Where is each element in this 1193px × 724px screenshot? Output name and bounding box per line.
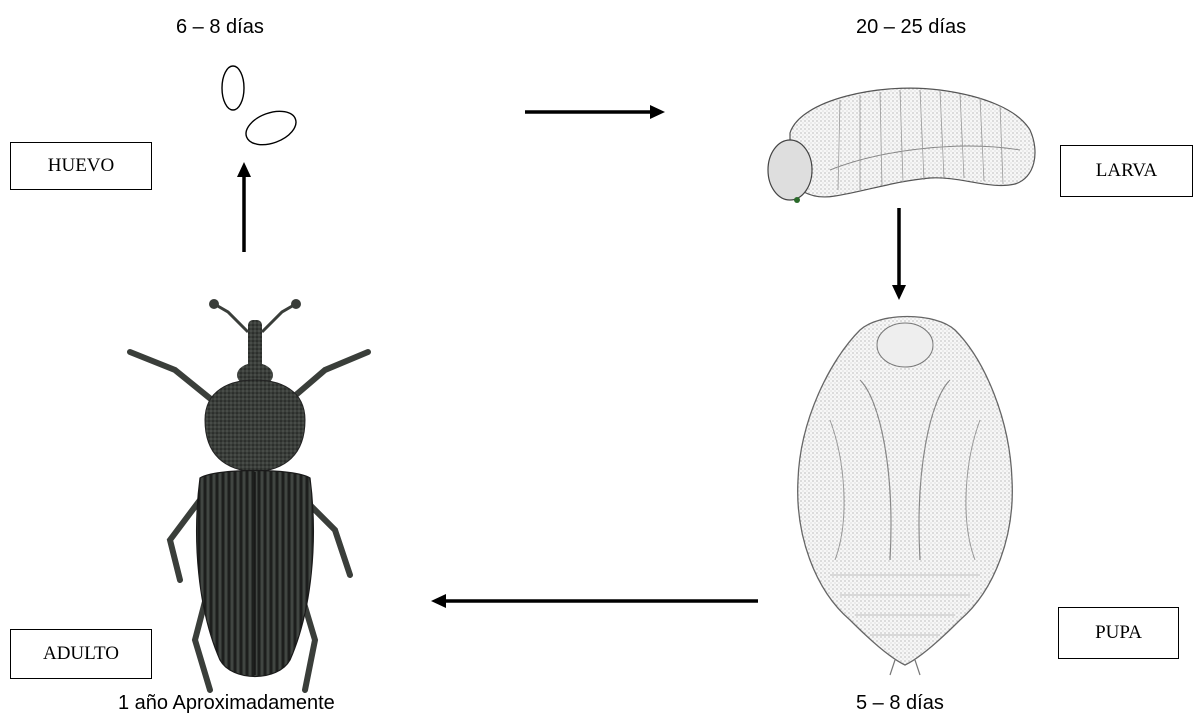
weevil-drawing bbox=[130, 299, 368, 690]
pupa-drawing bbox=[798, 317, 1013, 676]
egg-outline-icon bbox=[222, 66, 301, 151]
larva-drawing bbox=[768, 88, 1035, 203]
arrow-pupa-to-adulto bbox=[431, 594, 758, 608]
arrow-larva-to-pupa bbox=[892, 208, 906, 300]
arrow-huevo-to-larva bbox=[525, 105, 665, 119]
arrow-adulto-to-huevo bbox=[237, 162, 251, 252]
